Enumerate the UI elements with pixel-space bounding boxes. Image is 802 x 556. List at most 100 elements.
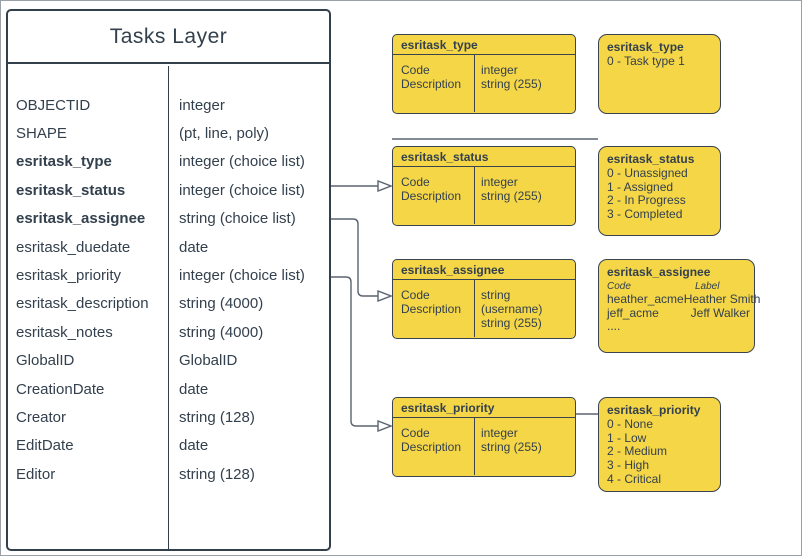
field-name: Editor [16, 465, 56, 483]
domain-table-esritask-priority: esritask_priority Code Description integ… [392, 397, 576, 477]
value-list-item: 2 - Medium [607, 444, 668, 459]
value-list-title: esritask_priority [607, 403, 701, 417]
field-type: date [179, 238, 209, 256]
field-type: string (4000) [179, 295, 264, 313]
value-list-item: 2 - In Progress [607, 193, 686, 208]
domain-table-title: esritask_type [393, 35, 575, 55]
field-type: integer (choice list) [179, 181, 305, 199]
domain-table-title: esritask_status [393, 147, 575, 167]
domain-table-body: Code Description integer string (255) [393, 418, 575, 475]
domain-table-body: Code Description integer string (255) [393, 55, 575, 112]
table-row: Creator string (128) [8, 403, 329, 431]
table-row: Editor string (128) [8, 460, 329, 488]
field-label: Code [401, 175, 430, 189]
table-row: esritask_description string (4000) [8, 290, 329, 318]
assignee-code: heather_acme [607, 291, 684, 306]
arrowhead-status [377, 179, 393, 193]
column-header-label: Label [695, 280, 720, 292]
field-label: Description [401, 440, 462, 454]
value-list-title: esritask_status [607, 152, 695, 166]
ellipsis: .... [607, 319, 621, 334]
arrowhead-assignee [377, 289, 393, 303]
field-type: string (255) [481, 77, 542, 91]
field-name: esritask_type [16, 153, 112, 171]
field-label: Code [401, 63, 430, 77]
field-type: date [179, 380, 209, 398]
value-list-esritask-assignee: esritask_assignee Code Label heather_acm… [598, 259, 760, 353]
assignee-code: jeff_acme [607, 305, 659, 320]
field-label: Description [401, 302, 462, 316]
domain-table-title: esritask_priority [393, 398, 575, 418]
field-type: integer [179, 96, 225, 114]
value-list-item: 3 - High [607, 458, 650, 473]
field-label: Description [401, 77, 462, 91]
value-list-title: esritask_assignee [607, 265, 711, 279]
field-type: date [179, 437, 209, 455]
table-row: esritask_assignee string (choice list) [8, 205, 329, 233]
table-row: CreationDate date [8, 375, 329, 403]
domain-table-esritask-type: esritask_type Code Description integer s… [392, 34, 576, 114]
value-list-item: 0 - Task type 1 [607, 53, 685, 68]
field-type: string (255) [481, 440, 542, 454]
field-name: esritask_duedate [16, 238, 131, 256]
field-type: string (128) [179, 465, 255, 483]
domain-table-title: esritask_assignee [393, 260, 575, 280]
domain-table-esritask-status: esritask_status Code Description integer… [392, 146, 576, 226]
field-name: esritask_priority [16, 267, 122, 285]
field-type: integer [481, 175, 518, 189]
field-type: (pt, line, poly) [179, 125, 270, 143]
field-type: string (255) [481, 316, 542, 330]
field-name: esritask_description [16, 295, 149, 313]
table-row: esritask_priority integer (choice list) [8, 261, 329, 289]
field-type: string (255) [481, 189, 542, 203]
domain-table-esritask-assignee: esritask_assignee Code Description strin… [392, 259, 576, 339]
field-type: integer (choice list) [179, 267, 305, 285]
table-title: Tasks Layer [8, 11, 329, 64]
field-name: Creator [16, 408, 67, 426]
field-type: string (choice list) [179, 210, 296, 228]
value-list-item: 0 - Unassigned [607, 165, 688, 180]
field-type: string (128) [179, 408, 255, 426]
assignee-label: Jeff Walker [690, 305, 750, 320]
field-name: EditDate [16, 437, 74, 455]
value-list-item: 1 - Low [607, 430, 647, 445]
domain-table-body: Code Description string (username) strin… [393, 280, 575, 337]
column-divider [168, 66, 169, 549]
table-row: esritask_status integer (choice list) [8, 176, 329, 204]
value-list-item: 0 - None [607, 416, 654, 431]
table-row: SHAPE (pt, line, poly) [8, 119, 329, 147]
value-list-item: 1 - Assigned [607, 179, 674, 194]
arrowhead-priority [377, 419, 393, 433]
value-list-item: 3 - Completed [607, 207, 683, 222]
field-name: esritask_status [16, 181, 126, 199]
field-name: esritask_notes [16, 323, 113, 341]
field-type: integer [481, 63, 518, 77]
connector-assignee [330, 218, 378, 297]
value-list-esritask-type: esritask_type 0 - Task type 1 [598, 34, 721, 114]
field-label: Description [401, 189, 462, 203]
value-list-items: 0 - Task type 1 [607, 53, 716, 69]
field-name: CreationDate [16, 380, 105, 398]
assignee-label: Heather Smith [683, 291, 761, 306]
field-label: Code [401, 426, 430, 440]
field-name: SHAPE [16, 125, 67, 143]
field-type: integer [481, 426, 518, 440]
field-type: GlobalID [179, 352, 238, 370]
field-name: esritask_assignee [16, 210, 146, 228]
field-type: integer (choice list) [179, 153, 305, 171]
column-header-code: Code [607, 280, 631, 292]
table-row: esritask_duedate date [8, 233, 329, 261]
